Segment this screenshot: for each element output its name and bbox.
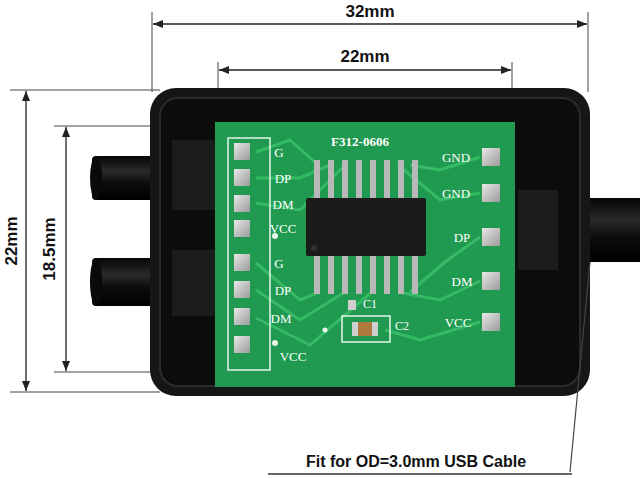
callout-note: Fit for OD=3.0mm USB Cable: [306, 454, 526, 470]
board-marking: F312-0606: [331, 135, 389, 148]
pin-name: G: [274, 146, 283, 159]
pin-name: DP: [275, 284, 292, 297]
component-label: C2: [395, 320, 409, 332]
component-label: C1: [363, 298, 377, 310]
dimension-label: 32mm: [343, 3, 396, 20]
pin-name: VCC: [445, 316, 472, 329]
dimension-label: 18.5mm: [41, 215, 58, 282]
pin-name: DM: [273, 198, 294, 211]
pin-name: GND: [442, 151, 470, 164]
dimension-label: 22mm: [338, 48, 391, 65]
pin-name: DM: [452, 275, 473, 288]
pin-name: DP: [275, 172, 292, 185]
dimension-label: 22mm: [3, 214, 20, 267]
pin-name: VCC: [280, 350, 307, 363]
pin-name: DP: [454, 231, 471, 244]
pin-name: GND: [442, 187, 470, 200]
pin-name: VCC: [270, 222, 297, 235]
pin-name: DM: [271, 312, 292, 325]
pin-name: G: [274, 257, 283, 270]
